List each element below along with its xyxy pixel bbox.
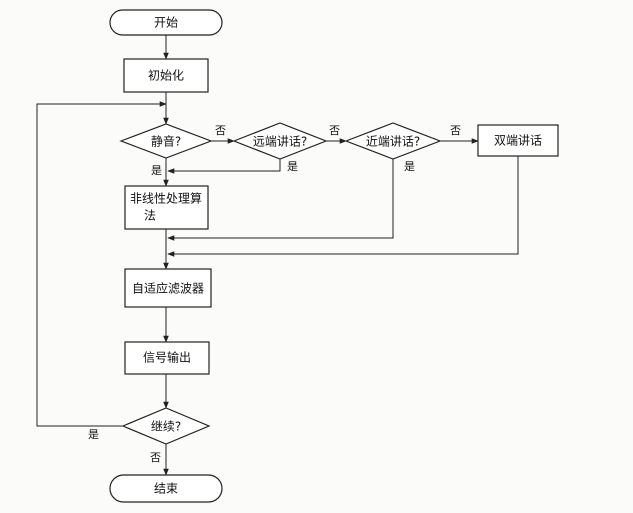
edge-label-mute-yes: 是 (151, 164, 162, 177)
edge-far-yes (167, 159, 281, 174)
edge-label-far-yes: 是 (287, 160, 298, 173)
edge-double-merge (167, 156, 519, 257)
edge-label-mute-no: 否 (215, 124, 226, 137)
node-init: 初始化 (123, 58, 209, 93)
edge-near-yes (167, 159, 394, 241)
edge-label-far-no: 否 (329, 124, 340, 137)
decision-mute-label: 静音? (151, 134, 181, 149)
node-adaptive-filter-label: 自适应滤波器 (132, 281, 204, 296)
decision-mute: 静音? (119, 123, 213, 159)
decision-near-label: 近端讲话? (366, 134, 420, 149)
node-double-talk-label: 双端讲话 (494, 133, 542, 148)
edge-label-cont-yes: 是 (88, 428, 99, 441)
edge-label-near-yes: 是 (404, 160, 415, 173)
edge-label-near-no: 否 (450, 124, 461, 137)
decision-continue: 继续? (121, 407, 211, 445)
node-start-label: 开始 (154, 16, 178, 30)
node-nlp: 非线性处理算 法 (124, 185, 209, 230)
node-nlp-label-line1: 非线性处理算 (130, 191, 202, 206)
node-double-talk: 双端讲话 (477, 124, 559, 157)
edge-label-cont-no: 否 (150, 451, 161, 464)
decision-near: 近端讲话? (344, 122, 442, 160)
edge-labels: 否 是 否 是 否 是 是 否 (88, 124, 461, 464)
decision-continue-label: 继续? (151, 420, 181, 434)
node-output: 信号输出 (124, 341, 210, 375)
node-start: 开始 (109, 9, 223, 36)
node-end: 结束 (109, 474, 223, 503)
edges (36, 35, 519, 476)
node-adaptive-filter: 自适应滤波器 (124, 268, 212, 308)
node-end-label: 结束 (154, 482, 178, 496)
node-output-label: 信号输出 (143, 350, 191, 365)
decision-far: 远端讲话? (232, 122, 328, 160)
node-nlp-label-line2: 法 (144, 209, 156, 223)
edge-cont-loop (36, 101, 167, 427)
decision-far-label: 远端讲话? (253, 134, 307, 149)
node-init-label: 初始化 (148, 69, 184, 83)
